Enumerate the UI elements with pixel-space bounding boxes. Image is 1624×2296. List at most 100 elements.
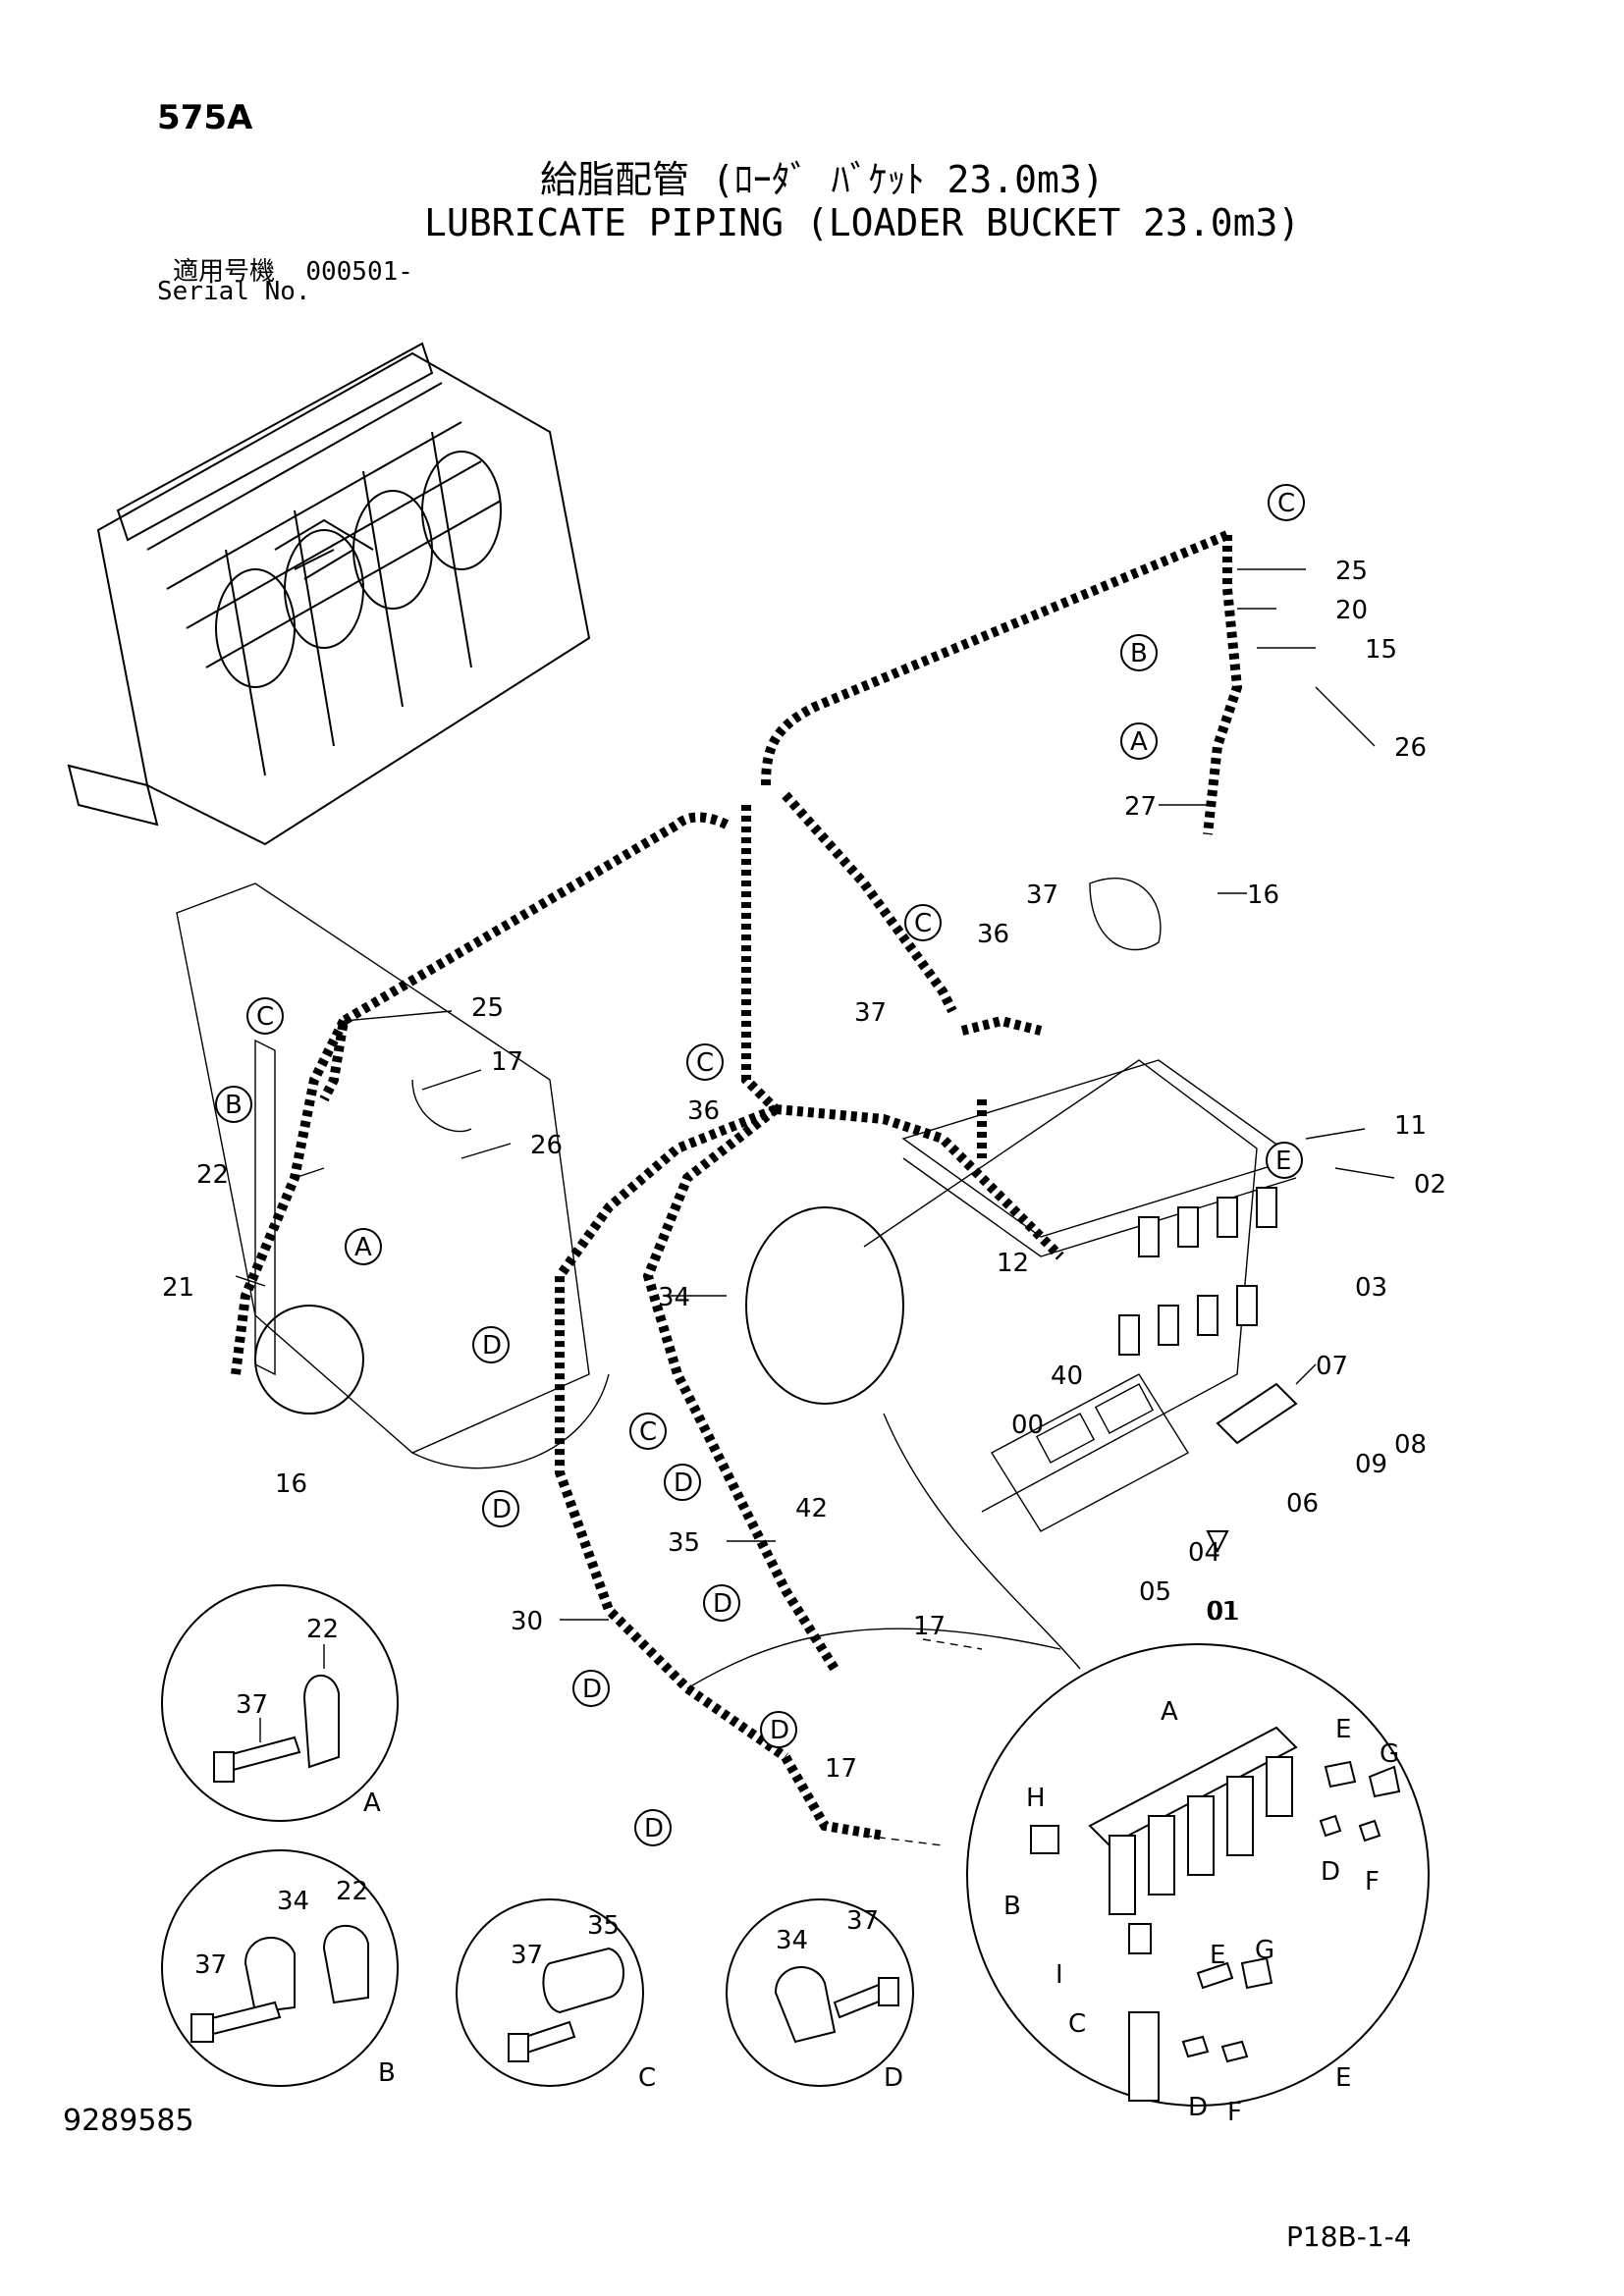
serial-label-japanese: 適用号機 000501-: [173, 251, 413, 288]
detail-e-sub-d: D: [1321, 1857, 1340, 1887]
part-label: 26: [530, 1131, 563, 1160]
part-label: 01: [1208, 1597, 1240, 1627]
marker-c: C: [256, 1002, 274, 1032]
detail-e-sub-i: I: [1056, 1960, 1063, 1990]
marker-d: D: [674, 1468, 693, 1498]
marker-a: A: [354, 1233, 372, 1262]
part-label: 00: [1011, 1411, 1044, 1440]
detail-e-label: E: [1335, 2063, 1351, 2093]
part-label: 07: [1316, 1352, 1348, 1381]
marker-d: D: [482, 1331, 502, 1361]
part-label: 17: [491, 1047, 523, 1077]
part-label: 20: [1335, 596, 1368, 625]
model-code: 575A: [157, 98, 253, 137]
marker-a: A: [1130, 727, 1148, 757]
detail-e-sub-d2: D: [1188, 2093, 1208, 2122]
part-label: 11: [1394, 1111, 1427, 1141]
marker-e: E: [1275, 1147, 1291, 1176]
detail-view-a: 22 37 A: [161, 1584, 399, 1822]
loader-bucket-overview: [67, 342, 591, 846]
detail-e-sub-g: G: [1380, 1739, 1399, 1769]
marker-c: C: [1277, 489, 1295, 518]
part-label: 34: [658, 1283, 690, 1312]
marker-b: B: [1130, 639, 1148, 668]
detail-e-sub-c: C: [1068, 2009, 1086, 2039]
part-label: 35: [668, 1528, 700, 1558]
title-japanese: 給脂配管 (ﾛｰﾀﾞ ﾊﾞｹｯﾄ 23.0m3): [540, 158, 1105, 201]
detail-d-part-37: 37: [846, 1906, 879, 1936]
part-label: 25: [1335, 557, 1368, 586]
detail-c-part-35: 35: [587, 1911, 620, 1941]
part-label: 03: [1355, 1273, 1387, 1303]
part-label: 22: [196, 1160, 229, 1190]
detail-view-c: 35 37 C: [456, 1898, 656, 2093]
detail-b-part-37: 37: [194, 1950, 227, 1980]
marker-c: C: [639, 1417, 657, 1447]
detail-b-part-22: 22: [336, 1877, 368, 1906]
title-english: LUBRICATE PIPING (LOADER BUCKET 23.0m3): [424, 201, 1301, 244]
detail-b-label: B: [378, 2058, 396, 2088]
part-label: 27: [1124, 792, 1157, 822]
part-label: 36: [687, 1096, 720, 1126]
detail-d-label: D: [884, 2063, 903, 2093]
marker-d: D: [770, 1716, 789, 1745]
detail-b-part-34: 34: [277, 1887, 309, 1916]
detail-e-sub-f: F: [1365, 1867, 1380, 1896]
part-label: 37: [1026, 881, 1058, 910]
part-label: 21: [162, 1273, 194, 1303]
detail-e-sub-h: H: [1026, 1784, 1046, 1813]
detail-a-label: A: [363, 1789, 381, 1818]
part-label: 04: [1188, 1538, 1220, 1568]
marker-d: D: [582, 1675, 602, 1704]
detail-e-sub-e: E: [1335, 1715, 1351, 1744]
marker-c: C: [696, 1048, 714, 1078]
detail-view-b: 34 22 37 B: [161, 1849, 399, 2088]
circled-markers: C B A C C C B E A D C D D D D D D: [215, 484, 1305, 1846]
detail-a-part-37: 37: [236, 1690, 268, 1720]
part-label: 16: [275, 1469, 307, 1499]
lubrication-hoses: [231, 530, 1243, 1841]
marker-d: D: [644, 1814, 664, 1843]
page-reference: P18B-1-4: [1286, 2220, 1412, 2253]
part-label: 26: [1394, 733, 1427, 763]
detail-e-part-01: 01: [1206, 1597, 1238, 1627]
drawing-number: 9289585: [63, 2104, 194, 2138]
detail-a-part-22: 22: [306, 1615, 339, 1644]
marker-d: D: [492, 1495, 512, 1524]
serial-value: 000501-: [305, 257, 413, 287]
marker-d: D: [713, 1589, 732, 1619]
part-label: 37: [854, 998, 887, 1028]
detail-d-part-34: 34: [776, 1926, 808, 1955]
detail-c-label: C: [638, 2063, 656, 2093]
part-label: 16: [1247, 881, 1279, 910]
part-label: 36: [977, 920, 1009, 949]
part-number-labels: 25 20 15 26 27 16 37 36 25 37 17 36 22 2…: [162, 557, 1446, 1784]
part-label: 15: [1365, 635, 1397, 665]
detail-view-d: 34 37 D: [726, 1898, 914, 2093]
detail-c-part-37: 37: [511, 1941, 543, 1970]
part-label: 42: [795, 1494, 828, 1523]
part-label: 30: [511, 1607, 543, 1636]
part-label: 02: [1414, 1170, 1446, 1200]
serial-label-jp: 適用号機: [173, 257, 276, 287]
detail-view-e: 01 A B C D D E E F F G G H I E: [966, 1597, 1430, 2127]
leader-lines: [235, 568, 1395, 1846]
loader-arm-outline: [176, 878, 1258, 1689]
part-label: 25: [471, 993, 504, 1023]
part-label: 08: [1394, 1430, 1427, 1460]
part-label: 17: [913, 1612, 946, 1641]
marker-b: B: [225, 1091, 243, 1120]
detail-e-sub-f2: F: [1227, 2098, 1242, 2127]
part-label: 40: [1051, 1362, 1083, 1391]
marker-c: C: [914, 909, 932, 938]
detail-e-sub-g2: G: [1255, 1936, 1274, 1965]
part-label: 09: [1355, 1450, 1387, 1479]
detail-e-sub-e2: E: [1210, 1941, 1225, 1970]
part-label: 17: [825, 1754, 857, 1784]
detail-e-sub-b: B: [1003, 1892, 1021, 1921]
part-label: 06: [1286, 1489, 1319, 1519]
part-label: 12: [997, 1249, 1029, 1278]
distribution-block: [901, 1059, 1298, 1554]
